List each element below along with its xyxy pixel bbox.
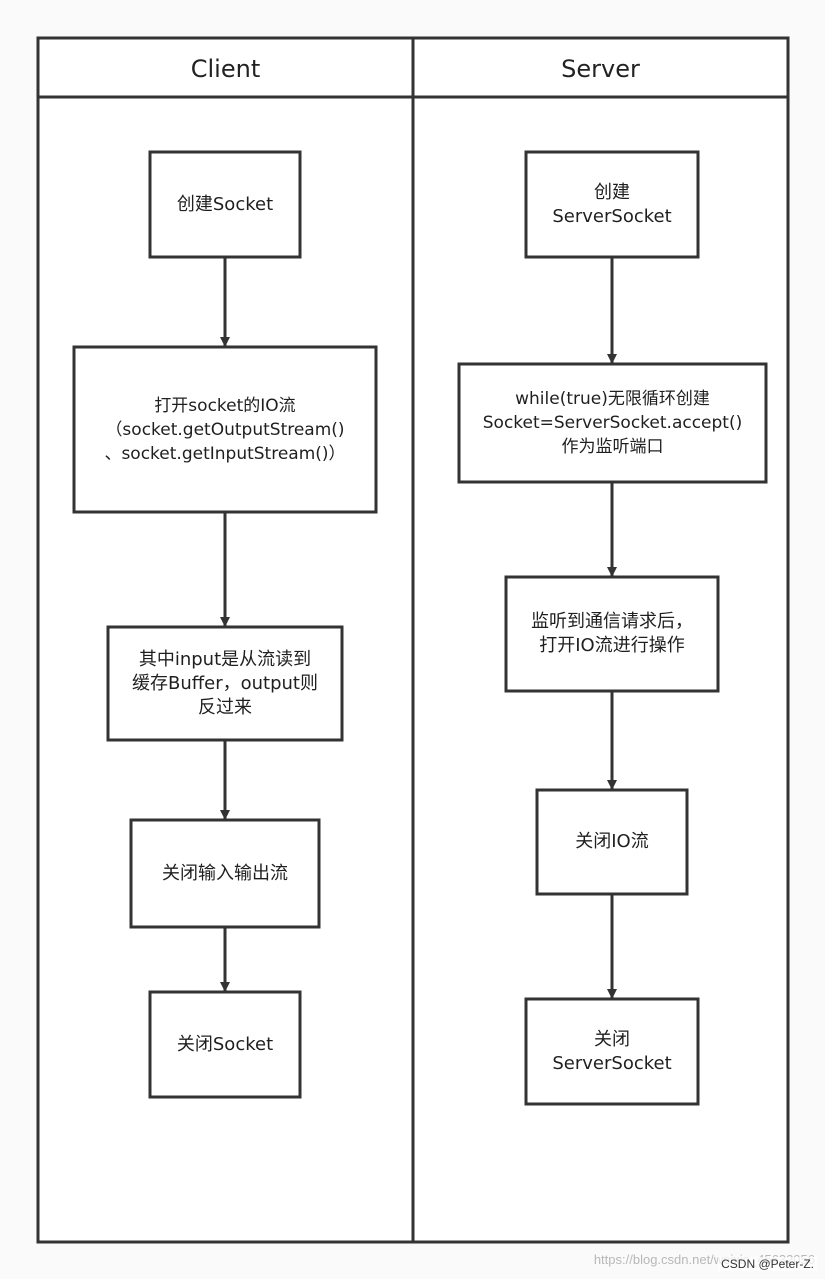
server-step-create-serversocket: 创建 ServerSocket	[552, 181, 672, 227]
client-box-open-io	[72, 345, 378, 514]
client-step-close-streams: 关闭输入输出流	[162, 862, 288, 884]
client-box-close-streams	[129, 818, 321, 929]
server-step-close-io: 关闭IO流	[575, 831, 649, 852]
server-step-handle-request: 监听到通信请求后， 打开IO流进行操作	[531, 611, 693, 656]
lane-header-client: Client	[190, 54, 261, 83]
client-box-close-socket	[148, 990, 302, 1099]
server-step-accept-loop: while(true)无限循环创建 Socket=ServerSocket.ac…	[482, 389, 743, 457]
client-step-buffer-note: 其中input是从流读到 缓存Buffer，output则 反过来	[131, 648, 318, 718]
credit-label: CSDN @Peter-Z.	[718, 1257, 817, 1271]
server-box-close-io	[535, 788, 689, 896]
client-step-create-socket: 创建Socket	[176, 193, 274, 215]
server-step-close-serversocket: 关闭 ServerSocket	[552, 1028, 672, 1074]
client-box-buffer-note	[106, 625, 344, 742]
server-box-create-serversocket	[524, 150, 700, 259]
client-box-create-socket	[148, 150, 302, 259]
client-step-close-socket: 关闭Socket	[176, 1033, 274, 1055]
server-box-close-serversocket	[524, 997, 700, 1106]
client-step-open-io: 打开socket的IO流 （socket.getOutputStream() 、…	[104, 395, 346, 464]
lane-header-server: Server	[561, 54, 640, 83]
server-box-accept-loop	[457, 362, 768, 484]
